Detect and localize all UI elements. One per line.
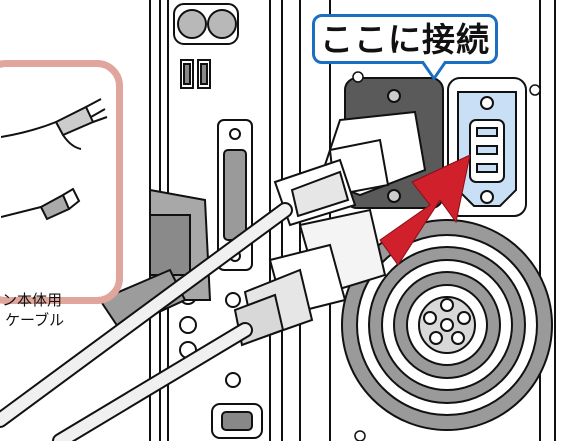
vga-port [211, 403, 263, 439]
callout-tail-inner [423, 60, 445, 76]
callout-text: ここに接続 [320, 19, 490, 59]
plug-inserting [233, 208, 387, 347]
power-cable-upper-inner [0, 204, 291, 426]
power-inlet-icon [447, 77, 527, 217]
caption-line-2: ケーブル [5, 311, 65, 329]
insert-arrow-icon [379, 154, 471, 266]
plug-upper [273, 110, 427, 227]
cable-illustration [1, 98, 108, 221]
inset-panel: ロン本体用 ケーブル [0, 60, 123, 329]
caption-line-1: ロン本体用 [0, 291, 63, 309]
fan-grille-icon [341, 219, 553, 431]
screws [352, 71, 541, 441]
power-cable-lower-inner [54, 324, 251, 441]
top-round-buttons [173, 3, 239, 45]
usb-slots [180, 59, 211, 89]
inset-caption: ロン本体用 ケーブル [0, 290, 105, 330]
callout-bubble: ここに接続 [312, 14, 498, 64]
